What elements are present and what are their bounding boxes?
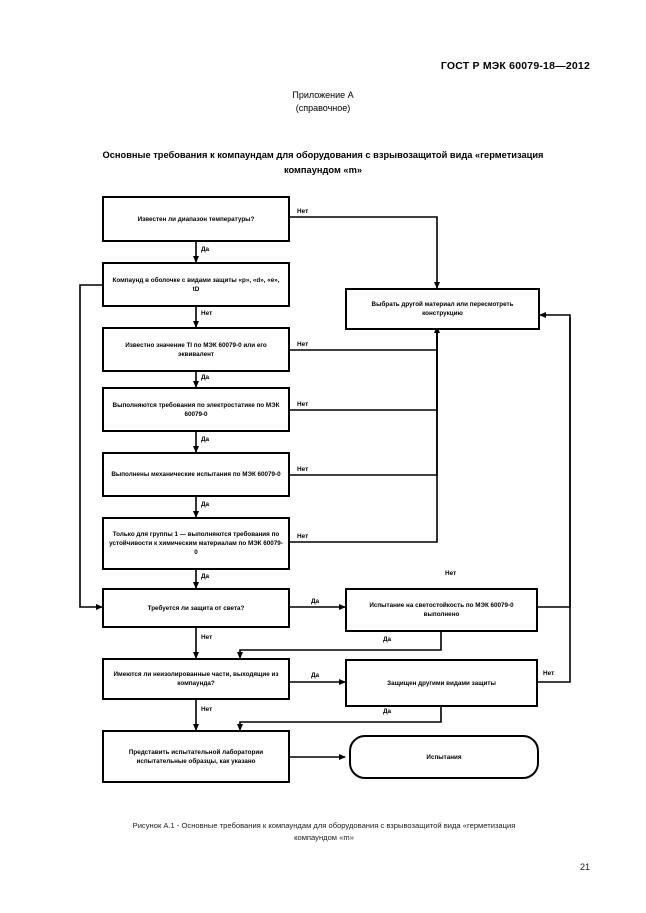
- page-number: 21: [579, 862, 590, 872]
- edge-label-light-test-yes: Да: [382, 636, 393, 644]
- node-tests[interactable]: Испытания: [349, 735, 539, 779]
- edge-label-compound-enclosure-no: Нет: [200, 310, 214, 318]
- node-temp-range[interactable]: Известен ли диапазон температуры?: [102, 196, 290, 242]
- annex-subtitle: (справочное): [295, 103, 351, 113]
- edge-label-bare-parts-no: Нет: [200, 706, 214, 714]
- annex-title: Приложение А: [292, 90, 354, 100]
- edge-label-temp-range-yes: Да: [200, 246, 211, 254]
- edge-label-light-protection-no: Нет: [200, 634, 214, 642]
- node-light-protection-required[interactable]: Требуется ли защита от света?: [102, 588, 290, 628]
- standard-number: ГОСТ Р МЭК 60079-18—2012: [440, 60, 590, 72]
- annex-heading: Приложение А (справочное): [0, 89, 646, 115]
- node-light-resistance-test[interactable]: Испытание на светостойкость по МЭК 60079…: [345, 588, 538, 632]
- page-title: Основные требования к компаундам для обо…: [48, 148, 598, 177]
- edge-label-light-protection-yes: Да: [310, 598, 321, 606]
- node-submit-samples[interactable]: Представить испытательной лаборатории ис…: [102, 730, 290, 783]
- edge-label-mechanical-yes: Да: [200, 501, 211, 509]
- edge-label-light-test-no: Нет: [444, 570, 458, 578]
- edge-label-temp-range-no: Нет: [296, 208, 310, 216]
- edge-label-other-protection-yes: Да: [382, 708, 393, 716]
- page-title-line-1: Основные требования к компаундам для обо…: [102, 150, 544, 160]
- edge-label-group1-yes: Да: [200, 573, 211, 581]
- edge-label-other-protection-no: Нет: [542, 670, 556, 678]
- node-mechanical-tests[interactable]: Выполнены механические испытания по МЭК …: [102, 452, 290, 497]
- figure-caption-line-1: Рисунок А.1 - Основные требования к комп…: [132, 821, 516, 830]
- node-ti-value[interactable]: Известно значение TI по МЭК 60079-0 или …: [102, 327, 290, 372]
- node-choose-other-material[interactable]: Выбрать другой материал или пересмотреть…: [345, 288, 540, 330]
- node-bare-parts[interactable]: Имеются ли неизолированные части, выходя…: [102, 658, 290, 700]
- figure-caption-line-2: компаундом «m»: [294, 832, 354, 842]
- figure-caption: Рисунок А.1 - Основные требования к комп…: [48, 820, 600, 843]
- node-electrostatic-requirements[interactable]: Выполняются требования по электростатике…: [102, 387, 290, 432]
- page-title-line-2: компаундом «m»: [283, 164, 363, 175]
- edge-label-ti-value-no: Нет: [296, 341, 310, 349]
- edge-label-mechanical-no: Нет: [296, 466, 310, 474]
- edge-label-electrostatic-yes: Да: [200, 436, 211, 444]
- node-compound-enclosure[interactable]: Компаунд в оболочке с видами защиты «p»,…: [102, 262, 290, 307]
- edge-label-electrostatic-no: Нет: [296, 401, 310, 409]
- edge-label-ti-value-yes: Да: [200, 374, 211, 382]
- node-group1-chemical-resistance[interactable]: Только для группы 1 — выполняются требов…: [102, 517, 290, 570]
- node-other-protection-types[interactable]: Защищен другими видами защиты: [345, 659, 538, 707]
- edge-label-bare-parts-yes: Да: [310, 672, 321, 680]
- edge-label-group1-no: Нет: [296, 533, 310, 541]
